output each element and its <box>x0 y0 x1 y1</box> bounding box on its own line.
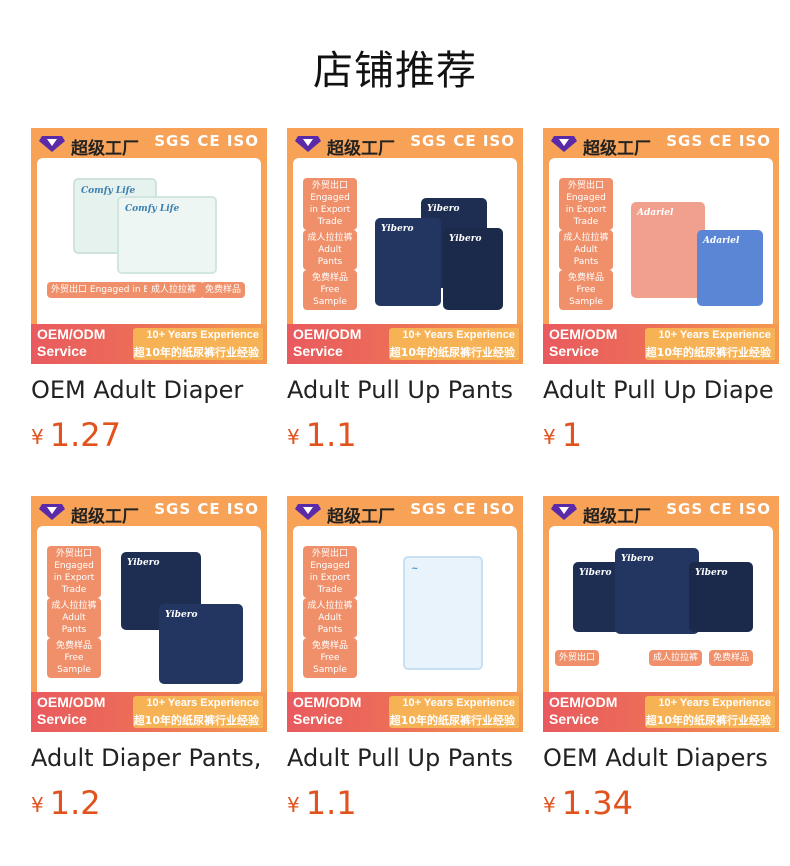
diamond-logo-icon <box>551 136 577 152</box>
cert-label: SGS CE ISO <box>666 132 771 150</box>
brand-label: 超级工厂 <box>71 507 139 527</box>
diaper-pack-icon: Yibero <box>615 548 699 634</box>
product-image[interactable]: 超级工厂 SGS CE ISO Yibero Yibero Yibero 外贸出… <box>543 496 779 732</box>
product-price: ¥1.1 <box>287 416 357 454</box>
diaper-pack-icon: Yibero <box>159 604 243 684</box>
product-price: ¥1.2 <box>31 784 101 822</box>
section-title: 店铺推荐 <box>313 48 477 94</box>
diamond-logo-icon <box>295 136 321 152</box>
product-card[interactable]: 超级工厂 SGS CE ISO Comfy Life Comfy Life 外贸… <box>31 128 267 468</box>
tag-pants: 成人拉拉裤 <box>147 282 201 298</box>
tag-sample: 免费样品 <box>201 282 246 298</box>
product-title[interactable]: Adult Pull Up Pants <box>287 376 514 404</box>
diamond-logo-icon <box>551 504 577 520</box>
tag-pants: 成人拉拉裤 <box>649 650 703 666</box>
product-title[interactable]: OEM Adult Diaper <box>31 376 244 404</box>
product-title[interactable]: Adult Pull Up Pants <box>287 744 514 772</box>
brand-label: 超级工厂 <box>327 139 395 159</box>
cert-label: SGS CE ISO <box>154 132 259 150</box>
product-price: ¥1 <box>543 416 583 454</box>
diaper-pack-icon: Yibero <box>443 228 503 310</box>
product-title[interactable]: Adult Diaper Pants, <box>31 744 262 772</box>
cert-label: SGS CE ISO <box>410 132 515 150</box>
product-card[interactable]: 超级工厂 SGS CE ISO Yibero Yibero Yibero 外贸出… <box>543 496 779 836</box>
cert-label: SGS CE ISO <box>666 500 771 518</box>
diamond-logo-icon <box>39 136 65 152</box>
product-image[interactable]: 超级工厂 SGS CE ISO Comfy Life Comfy Life 外贸… <box>31 128 267 364</box>
diaper-pack-icon: Yibero <box>689 562 753 632</box>
diamond-logo-icon <box>39 504 65 520</box>
product-price: ¥1.27 <box>31 416 121 454</box>
brand-label: 超级工厂 <box>327 507 395 527</box>
product-price: ¥1.1 <box>287 784 357 822</box>
product-title[interactable]: OEM Adult Diapers <box>543 744 768 772</box>
diaper-pack-icon: ~ <box>403 556 483 670</box>
brand-label: 超级工厂 <box>583 139 651 159</box>
brand-label: 超级工厂 <box>583 507 651 527</box>
diaper-pack-icon: Adariel <box>697 230 763 306</box>
diaper-pack-icon: Yibero <box>375 218 441 306</box>
diaper-pack-icon: Adariel <box>631 202 705 298</box>
tag-sample: 免费样品 <box>709 650 754 666</box>
brand-label: 超级工厂 <box>71 139 139 159</box>
diamond-logo-icon <box>295 504 321 520</box>
product-title[interactable]: Adult Pull Up Diape <box>543 376 774 404</box>
tag-export: 外贸出口 <box>555 650 600 666</box>
cert-label: SGS CE ISO <box>154 500 259 518</box>
cert-label: SGS CE ISO <box>410 500 515 518</box>
product-price: ¥1.34 <box>543 784 633 822</box>
diaper-pack-icon: Comfy Life <box>117 196 217 274</box>
